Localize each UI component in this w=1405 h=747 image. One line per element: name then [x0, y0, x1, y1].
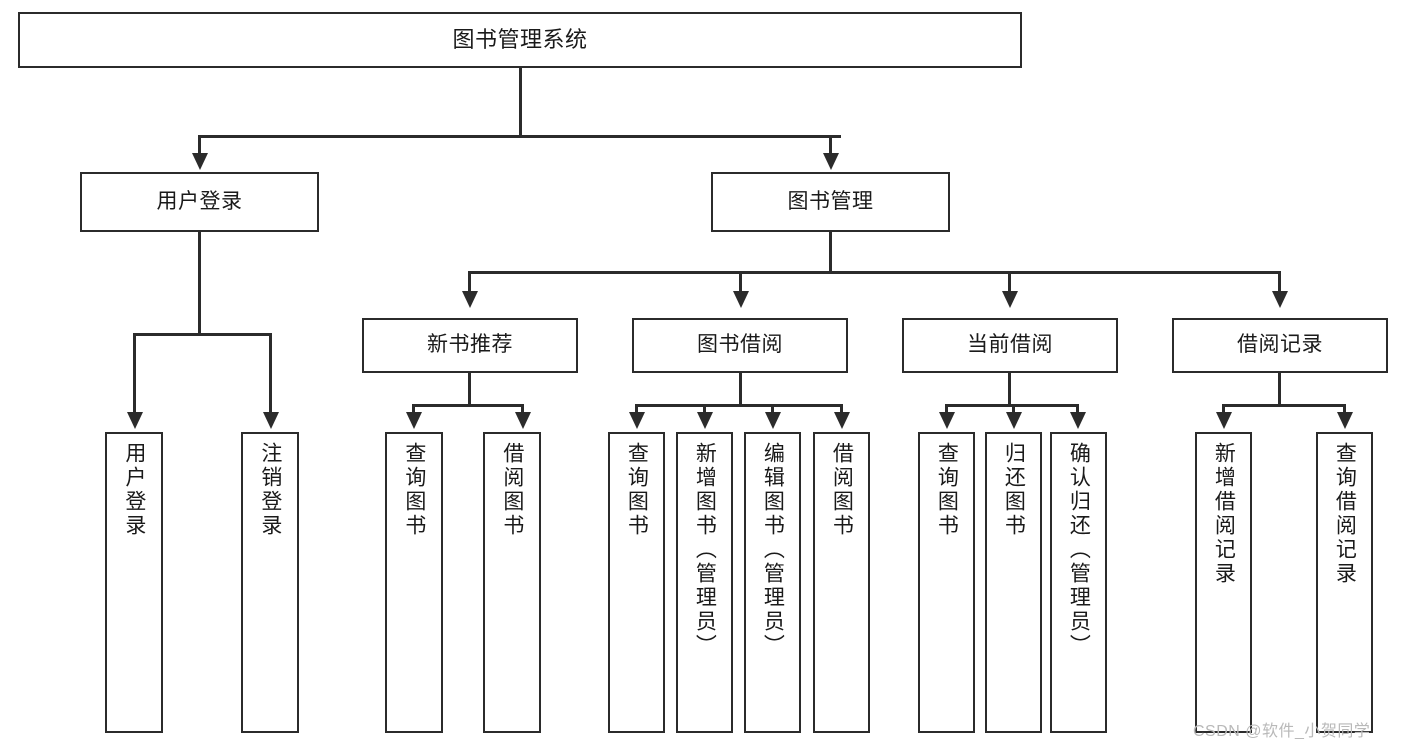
- arrowhead-leaf-borrow-book-1: [514, 412, 531, 429]
- arrowhead-leaf-query-record: [1336, 412, 1353, 429]
- arrowhead-leaf-borrow-book-2: [833, 412, 850, 429]
- connector-book-manage-bus: [468, 271, 1281, 274]
- connector-root-stem: [518, 68, 522, 135]
- arrowhead-borrow-record: [1271, 291, 1288, 308]
- arrowhead-leaf-user-login: [126, 412, 143, 429]
- connector-to-current-borrow: [1008, 271, 1011, 293]
- connector-book-borrow-bus: [635, 404, 843, 407]
- node-label: 当前借阅: [967, 333, 1053, 357]
- connector-to-borrow-record: [1278, 271, 1281, 293]
- node-label: 图书借阅: [697, 333, 783, 357]
- leaf-borrow-book-2[interactable]: 借阅图书: [813, 432, 870, 733]
- node-label: 图书管理系统: [452, 27, 588, 53]
- connector-current-borrow-stem: [1008, 373, 1011, 406]
- connector-user-login-child-2: [269, 333, 272, 414]
- leaf-add-book[interactable]: 新增图书（管理员）: [676, 432, 733, 733]
- connector-book-borrow-child-1: [635, 404, 638, 414]
- arrowhead-leaf-query-book-1: [405, 412, 422, 429]
- arrowhead-leaf-add-record: [1215, 412, 1232, 429]
- node-label: 查询借阅记录: [1333, 442, 1357, 586]
- connector-current-borrow-child-1: [945, 404, 948, 414]
- node-label: 图书管理: [787, 189, 874, 213]
- leaf-return-book[interactable]: 归还图书: [985, 432, 1042, 733]
- connector-to-book-borrow: [739, 271, 742, 293]
- connector-to-user-login: [198, 135, 201, 155]
- arrowhead-book-borrow: [732, 291, 749, 308]
- connector-root-bus: [198, 135, 841, 138]
- node-label: 用户登录: [122, 442, 146, 538]
- leaf-logout[interactable]: 注销登录: [241, 432, 299, 733]
- connector-user-login-stem: [198, 232, 201, 336]
- arrowhead-current-borrow: [1001, 291, 1018, 308]
- node-root-system[interactable]: 图书管理系统: [18, 12, 1022, 68]
- node-label: 查询图书: [935, 442, 959, 538]
- node-label: 查询图书: [402, 442, 426, 538]
- leaf-user-login[interactable]: 用户登录: [105, 432, 163, 733]
- connector-book-borrow-stem: [739, 373, 742, 406]
- arrowhead-leaf-confirm-return: [1069, 412, 1086, 429]
- node-label: 新增借阅记录: [1212, 442, 1236, 586]
- arrowhead-leaf-logout: [262, 412, 279, 429]
- arrowhead-book-manage: [822, 153, 839, 170]
- leaf-add-record[interactable]: 新增借阅记录: [1195, 432, 1252, 733]
- leaf-query-record[interactable]: 查询借阅记录: [1316, 432, 1373, 733]
- node-current-borrow[interactable]: 当前借阅: [902, 318, 1118, 373]
- connector-book-borrow-child-4: [840, 404, 843, 414]
- leaf-borrow-book-1[interactable]: 借阅图书: [483, 432, 541, 733]
- connector-borrow-record-child-1: [1222, 404, 1225, 414]
- connector-book-manage-stem: [829, 232, 832, 274]
- node-label: 确认归还（管理员）: [1067, 442, 1091, 658]
- connector-new-book-rec-stem: [468, 373, 471, 406]
- watermark-text: CSDN @软件_小贺同学: [1193, 723, 1371, 740]
- arrowhead-leaf-add-book: [696, 412, 713, 429]
- arrowhead-leaf-return-book: [1005, 412, 1022, 429]
- connector-user-login-bus: [134, 333, 272, 336]
- arrowhead-leaf-edit-book: [764, 412, 781, 429]
- leaf-confirm-return[interactable]: 确认归还（管理员）: [1050, 432, 1107, 733]
- connector-current-borrow-child-3: [1076, 404, 1079, 414]
- leaf-query-book-1[interactable]: 查询图书: [385, 432, 443, 733]
- arrowhead-leaf-query-book-3: [938, 412, 955, 429]
- connector-new-book-rec-bus: [412, 404, 524, 407]
- connector-new-book-rec-child-1: [412, 404, 415, 414]
- connector-book-borrow-child-3: [771, 404, 774, 414]
- node-label: 编辑图书（管理员）: [761, 442, 785, 658]
- connector-borrow-record-child-2: [1343, 404, 1346, 414]
- connector-to-book-manage: [829, 135, 832, 155]
- leaf-query-book-3[interactable]: 查询图书: [918, 432, 975, 733]
- leaf-edit-book[interactable]: 编辑图书（管理员）: [744, 432, 801, 733]
- node-label: 借阅图书: [500, 442, 524, 538]
- arrowhead-user-login: [191, 153, 208, 170]
- leaf-query-book-2[interactable]: 查询图书: [608, 432, 665, 733]
- connector-borrow-record-bus: [1222, 404, 1346, 407]
- arrowhead-leaf-query-book-2: [628, 412, 645, 429]
- node-label: 新增图书（管理员）: [693, 442, 717, 658]
- node-label: 查询图书: [625, 442, 649, 538]
- node-label: 新书推荐: [427, 333, 513, 357]
- connector-to-new-book-rec: [468, 271, 471, 293]
- connector-current-borrow-child-2: [1012, 404, 1015, 414]
- connector-user-login-child-1: [133, 333, 136, 414]
- node-label: 归还图书: [1002, 442, 1026, 538]
- node-new-book-rec[interactable]: 新书推荐: [362, 318, 578, 373]
- node-book-borrow[interactable]: 图书借阅: [632, 318, 848, 373]
- connector-new-book-rec-child-2: [521, 404, 524, 414]
- node-book-manage[interactable]: 图书管理: [711, 172, 950, 232]
- node-borrow-record[interactable]: 借阅记录: [1172, 318, 1388, 373]
- node-label: 借阅记录: [1237, 333, 1323, 357]
- node-label: 注销登录: [258, 442, 282, 538]
- node-label: 用户登录: [156, 189, 243, 213]
- arrowhead-new-book-rec: [461, 291, 478, 308]
- connector-book-borrow-child-2: [703, 404, 706, 414]
- node-label: 借阅图书: [830, 442, 854, 538]
- connector-borrow-record-stem: [1278, 373, 1281, 406]
- node-user-login[interactable]: 用户登录: [80, 172, 319, 232]
